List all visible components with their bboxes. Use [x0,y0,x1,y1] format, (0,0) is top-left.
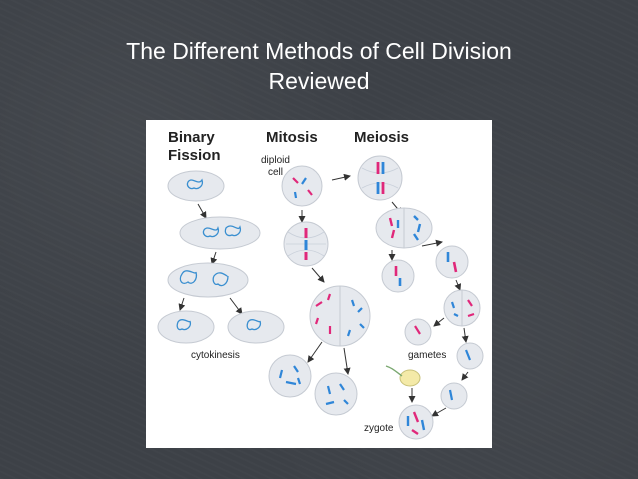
chromosome [307,189,313,196]
diploid-cell [281,165,323,207]
arrow [178,297,186,311]
arrow [307,341,323,363]
chromosomes [467,299,475,318]
dna-copy-2 [224,225,242,237]
chromosome [412,411,420,423]
arrow [421,239,443,247]
chromosome-set-left [388,217,396,239]
label-cytokinesis: cytokinesis [191,350,240,361]
egg-cell [440,382,468,410]
daughter-chromosomes [325,383,349,406]
chromosome [464,349,472,361]
arrow [431,407,447,417]
chromosome-set-right [346,299,365,337]
zygote-cell [398,404,434,440]
elongated-cell [179,216,261,250]
chromosome [414,325,421,335]
arrow [433,317,445,327]
mitosis-daughter-2 [314,372,358,416]
arrow [343,347,351,375]
mitosis-daughter-1 [268,354,312,398]
daughter-chromosomes [278,365,302,386]
sperm-head [399,369,421,387]
chromosome [411,429,419,435]
chromosome-set-left [314,293,332,334]
spindle [361,167,399,189]
chromosome [448,389,454,401]
arrow [311,267,325,283]
arrow [454,279,462,291]
arrow [197,203,207,219]
arrow [461,371,469,381]
binary-fission-column [157,170,285,344]
daughter-dna-1 [176,319,192,331]
slide-title-line-1: The Different Methods of Cell Division [126,38,512,64]
heading-binary: Binary [168,129,215,146]
mitosis-column [268,165,371,416]
label-zygote: zygote [364,423,394,434]
gamete-2 [456,342,484,370]
label-cell: cell [268,167,283,178]
daughter-cell-1 [157,310,215,344]
bacterial-dna [186,178,204,190]
bacterium-cell [167,170,225,202]
dna-copy-2 [212,272,229,287]
label-gametes: gametes [408,350,446,361]
slide-title-line-2: Reviewed [268,68,370,94]
chromosome [452,261,458,273]
meiosis-II-cell-1 [381,259,415,293]
dna-copy-1 [202,225,220,238]
meiosis-II-cell-2 [435,245,469,279]
cell-division-figure: Binary Fission Mitosis Meiosis diploid c… [146,120,492,448]
daughter-dna-2 [246,319,262,331]
chromosome-set-right [413,215,422,241]
meiosis-parent-cell [357,155,403,201]
chromosome [293,191,298,199]
heading-fission: Fission [168,147,221,164]
heading-meiosis: Meiosis [354,129,409,146]
arrow [229,297,243,315]
daughter-cell-2 [227,310,285,344]
dna-copy-1 [179,270,198,284]
meiosis-column [357,155,484,440]
heading-mitosis: Mitosis [266,129,318,146]
chromosome [420,419,426,431]
label-diploid: diploid [261,155,290,166]
chromosome [301,177,307,185]
arrow [210,251,218,265]
arrow [461,327,469,343]
cell-division-diagram: Binary Fission Mitosis Meiosis diploid c… [157,129,484,440]
sperm-tail [385,365,403,377]
slide-title: The Different Methods of Cell Division R… [0,36,638,96]
arrow [331,173,351,181]
chromosome [292,177,299,184]
chromosomes [450,301,459,317]
